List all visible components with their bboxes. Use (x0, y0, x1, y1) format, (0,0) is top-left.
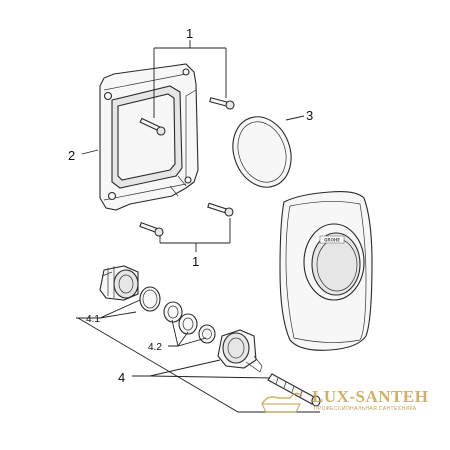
screw-lower-right (207, 202, 234, 217)
callout-1-bottom: 1 (192, 254, 199, 269)
cover-plate: GROHE (279, 191, 373, 351)
callout-4: 4 (118, 370, 125, 385)
watermark-subtitle: ПРОФЕССИОНАЛЬНАЯ САНТЕХНИКА (314, 406, 417, 412)
callout-1-top: 1 (186, 26, 193, 41)
watermark-logo-icon (261, 392, 303, 405)
washer-set (163, 301, 216, 344)
watermark-name: LUX-SANTEH (312, 387, 428, 406)
valve-body (217, 329, 263, 373)
sealing-ring (232, 116, 292, 188)
callout-2: 2 (68, 148, 75, 163)
callout-3: 3 (306, 108, 313, 123)
brand-logo (319, 235, 345, 244)
valve-head (99, 265, 139, 301)
callout-4-2: 4.2 (148, 342, 162, 353)
mounting-frame (99, 63, 199, 211)
brand-logo-text: GROHE (324, 238, 340, 243)
callout-4-1: 4.1 (86, 314, 100, 325)
o-ring-4-1 (139, 286, 161, 312)
screw-lower-left (139, 221, 164, 237)
screw-upper-right (209, 97, 235, 110)
screw-upper-left (139, 117, 166, 136)
watermark: LUX-SANTEH ПРОФЕССИОНАЛЬНАЯ САНТЕХНИКА (261, 387, 428, 413)
